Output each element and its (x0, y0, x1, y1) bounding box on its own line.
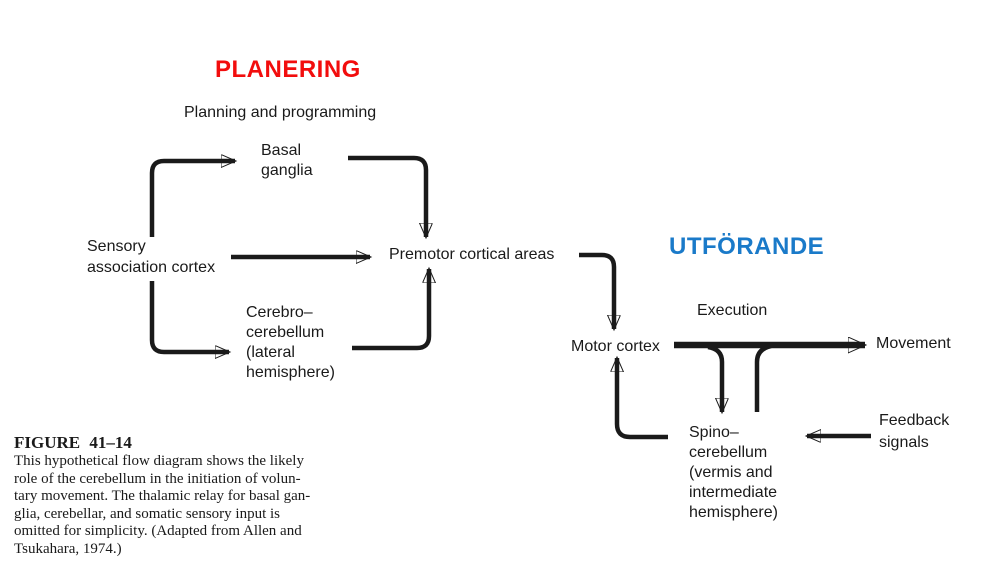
arrow-sensory-to-basal-ganglia (149, 161, 235, 237)
node-motor-cortex: Motor cortex (571, 338, 660, 355)
arrow-basal-ganglia-to-premotor (348, 155, 426, 237)
arrow-premotor-to-motor-cortex (579, 252, 614, 329)
figure-caption-title: FIGURE 41–14 (14, 433, 132, 452)
node-movement: Movement (876, 335, 951, 352)
execution-stage-label: Execution (697, 302, 768, 319)
arrow-motor-branch-to-spinocerebellum (707, 344, 722, 412)
node-cerebrocerebellum: Cerebro– cerebellum (lateral hemisphere) (246, 304, 335, 381)
arrow-spinocerebellum-to-motor-cortex (617, 358, 668, 440)
planning-stage-label: Planning and programming (184, 104, 377, 121)
node-basal-ganglia: Basal ganglia (261, 142, 313, 179)
figure-caption-body: This hypothetical flow diagram shows the… (14, 453, 311, 557)
node-premotor-cortical-areas: Premotor cortical areas (389, 246, 555, 263)
line-motor-branch-descending (754, 343, 772, 412)
utforande-heading: UTFÖRANDE (669, 233, 825, 260)
arrow-cerebrocerebellum-to-premotor (352, 269, 429, 351)
node-feedback-signals: Feedback signals (879, 412, 950, 451)
node-spinocerebellum: Spino– cerebellum (vermis and intermedia… (689, 424, 778, 521)
node-sensory-association-cortex: Sensory association cortex (87, 238, 216, 276)
arrow-sensory-to-cerebrocerebellum (149, 281, 229, 352)
planering-heading: PLANERING (215, 56, 361, 83)
